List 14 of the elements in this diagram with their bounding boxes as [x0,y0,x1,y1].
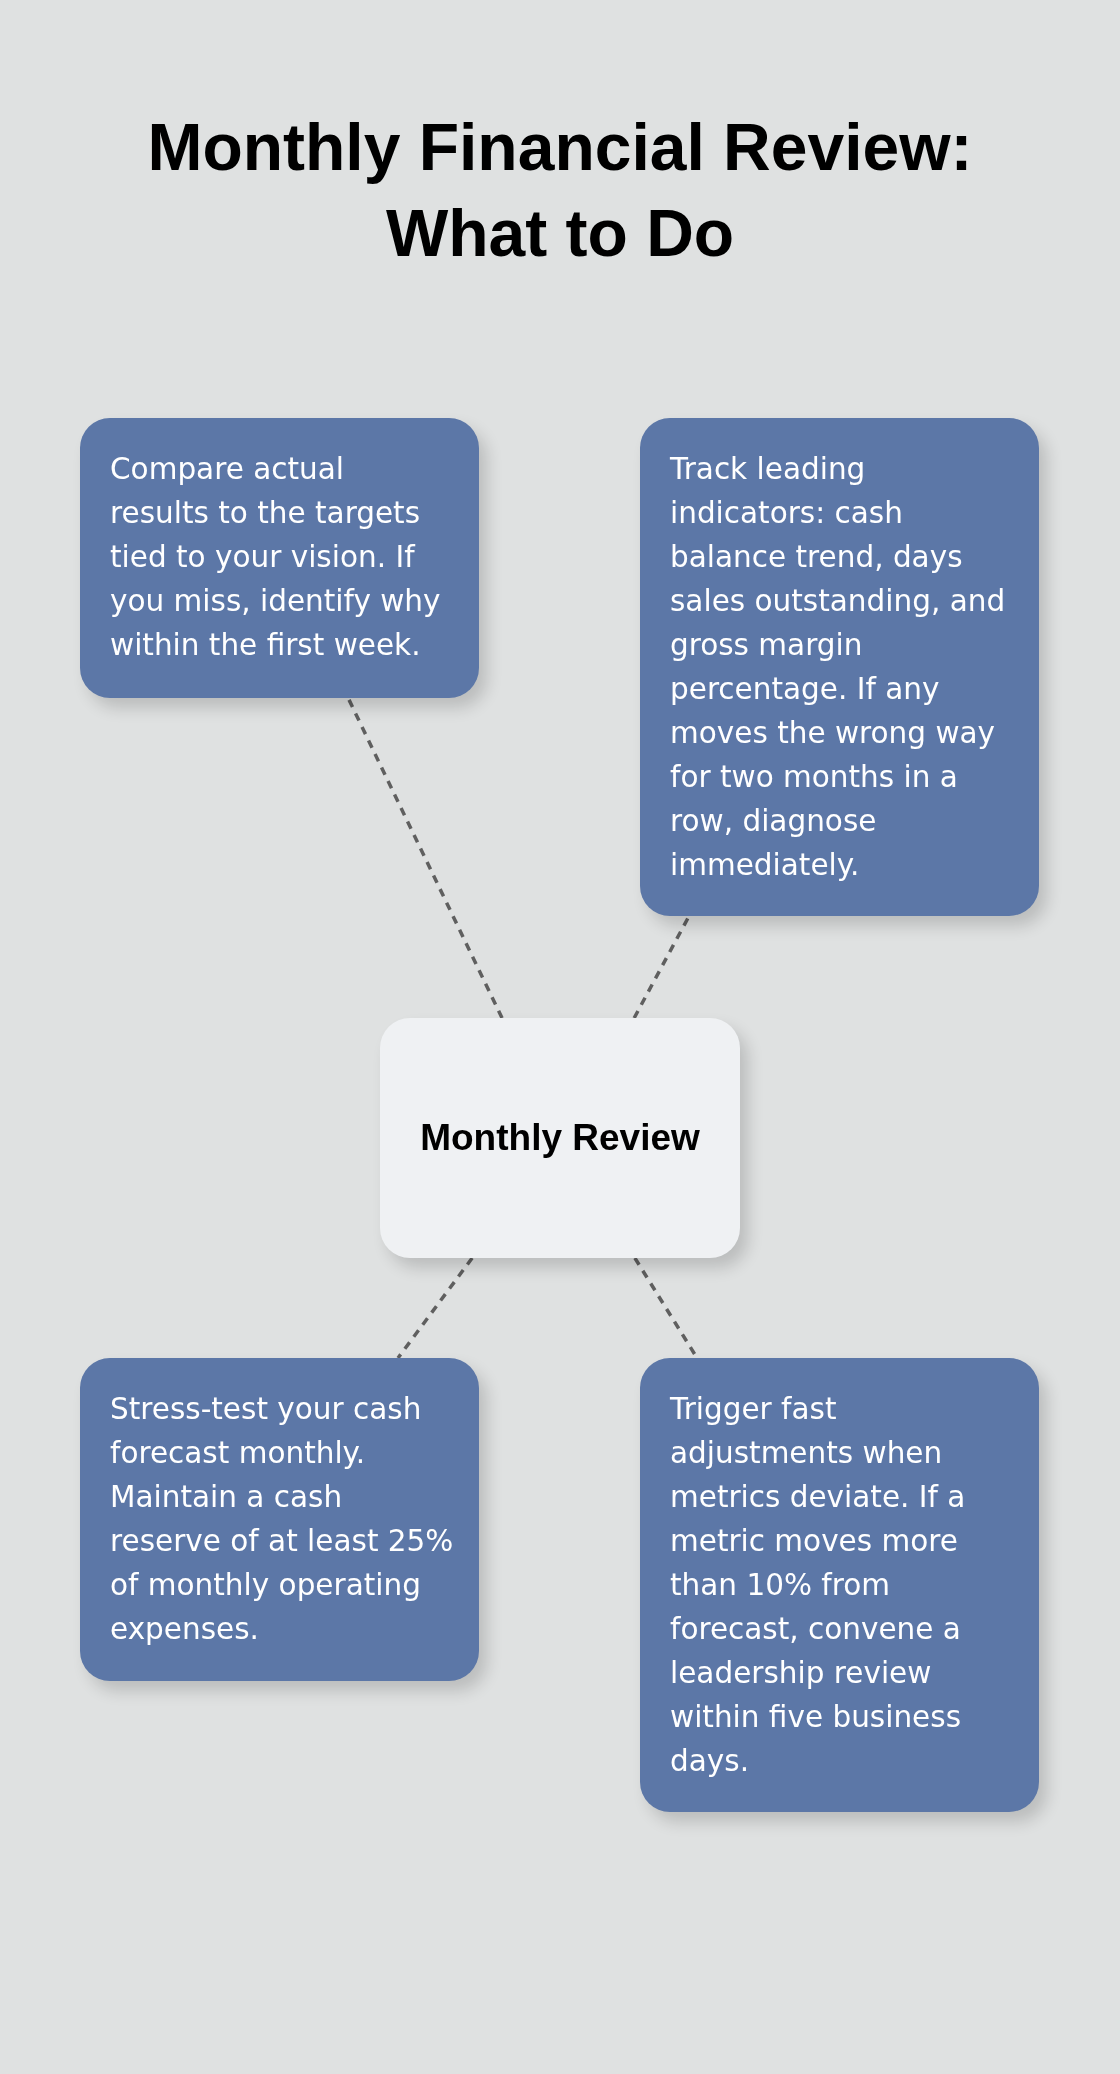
dotted-connector [632,915,691,1019]
dotted-connector [396,1256,474,1360]
step-card [640,418,1039,916]
dotted-connector [346,697,504,1019]
step-card [640,1358,1039,1812]
card-text: Track leading indicators: cash balance trend, days sales outstanding, and gross margin percentage. If any moves the wrong way for two months in a row, diagnose immediately. [670,451,1007,884]
card-text: Compare actual results to the targets tied to your vision. If you miss, identify why within the first week. [110,451,442,664]
hub-label: Monthly Review [420,1116,700,1160]
card-text: Trigger fast adjustments when metrics deviate. If a metric moves more than 10% from forecast, convene a leadership review within five business days. [670,1391,967,1780]
title: Monthly Financial Review: What to Do [146,109,974,272]
step-card [80,418,479,698]
hub-card [380,1018,740,1258]
step-card [80,1358,479,1681]
card-text: Stress-test your cash forecast monthly. Maintain a cash reserve of at least 25% of monthly operating expenses. [110,1391,455,1648]
